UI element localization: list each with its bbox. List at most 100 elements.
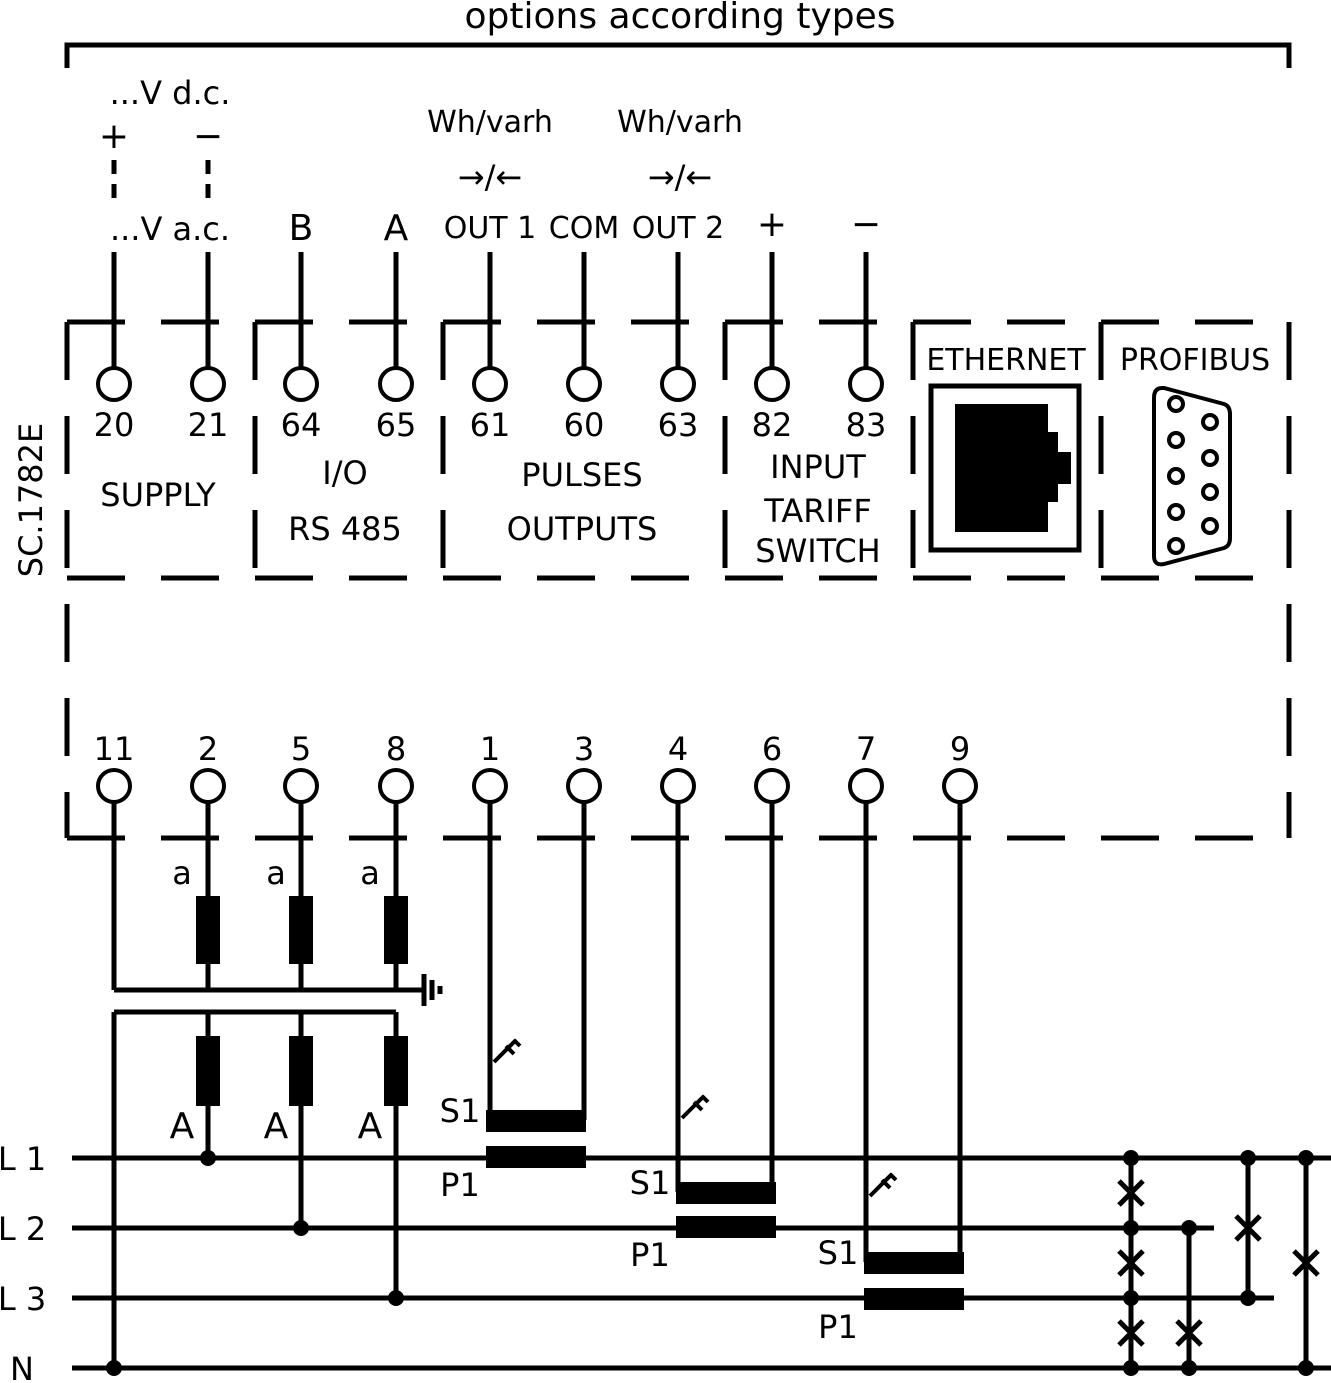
terminal-83: [848, 366, 884, 402]
terminal-63-label: 63: [658, 406, 699, 444]
profibus-group: PROFIBUS: [1120, 343, 1270, 567]
input-group-label: INPUT: [770, 448, 866, 486]
terminal-1-label: 1: [480, 730, 500, 768]
header-title: options according types: [464, 0, 895, 37]
switch-group-label: SWITCH: [755, 532, 880, 570]
out2-label: OUT 2: [632, 211, 725, 246]
terminal-2: [190, 768, 226, 804]
ct-secondary-winding: [676, 1182, 776, 1204]
io-b-label: B: [289, 208, 314, 249]
terminal-2-label: 2: [198, 730, 218, 768]
rj45-port-icon: [928, 383, 1082, 553]
vt-secondary-label: a: [266, 854, 286, 892]
terminal-65: [378, 366, 414, 402]
terminal-8-label: 8: [386, 730, 406, 768]
terminal-11-label: 11: [94, 730, 135, 768]
terminal-5: [283, 768, 319, 804]
pulse-direction-2: →/←: [648, 158, 712, 196]
terminal-7: [848, 768, 884, 804]
cross-icon: [1175, 1319, 1203, 1347]
terminal-64: [283, 366, 319, 402]
io-a-label: A: [384, 208, 409, 249]
vt-primary-winding: [289, 1036, 313, 1106]
terminal-82-label: 82: [752, 406, 793, 444]
terminal-60: [566, 366, 602, 402]
pulse-unit-label-2: Wh/varh: [617, 105, 743, 140]
profibus-label: PROFIBUS: [1120, 343, 1270, 378]
terminal-64-label: 64: [281, 406, 322, 444]
ct-s1-label: S1: [630, 1164, 671, 1202]
rs485-group-label: RS 485: [288, 510, 402, 548]
ct-p1-label: P1: [630, 1236, 670, 1274]
cross-icon: [1234, 1214, 1262, 1242]
ethernet-group: ETHERNET: [926, 343, 1086, 553]
terminal-11: [96, 768, 132, 804]
options-bracket: [64, 42, 1292, 68]
tariff-plus-sign: +: [757, 204, 787, 245]
cross-icon: [1117, 1249, 1145, 1277]
supply-group-label: SUPPLY: [100, 476, 216, 514]
terminal-61-label: 61: [470, 406, 511, 444]
ethernet-label: ETHERNET: [926, 343, 1086, 378]
measurement-terminals: 11 2 5 8 1 3 4 6 7 9: [94, 730, 978, 804]
supply-group: ...V d.c. + − ...V a.c. 20 21 SUPPLY: [94, 74, 231, 514]
terminal-8: [378, 768, 414, 804]
tariff-group-label: TARIFF: [763, 492, 871, 530]
vt-primary-label: A: [170, 1106, 195, 1147]
vt-primary-winding: [384, 1036, 408, 1106]
terminal-1: [472, 768, 508, 804]
ground-icon: [868, 1172, 898, 1198]
voltage-transformers: a a a A A A: [111, 802, 443, 1368]
db9-connector-icon: [1152, 386, 1232, 567]
terminal-20-label: 20: [94, 406, 135, 444]
terminal-60-label: 60: [564, 406, 605, 444]
fuse-network: [1117, 1150, 1320, 1376]
terminal-4: [660, 768, 696, 804]
power-lines: L 1 L 2 L 3 N: [0, 1140, 1331, 1383]
ground-icon: [680, 1094, 710, 1120]
ct-p1-label: P1: [440, 1166, 480, 1204]
io-group-label: I/O: [322, 454, 367, 492]
vt-primary-label: A: [358, 1106, 383, 1147]
supply-minus-sign: −: [193, 116, 223, 157]
terminal-9: [942, 768, 978, 804]
terminal-21: [190, 366, 226, 402]
terminal-4-label: 4: [668, 730, 688, 768]
pulse-direction-1: →/←: [458, 158, 522, 196]
ct-secondary-winding: [864, 1252, 964, 1274]
vt-secondary-winding: [289, 896, 313, 964]
ct-s1-label: S1: [440, 1092, 481, 1130]
terminal-82: [754, 366, 790, 402]
out1-label: OUT 1: [444, 211, 537, 246]
ct-p1-label: P1: [818, 1308, 858, 1346]
cross-icon: [1117, 1319, 1145, 1347]
terminal-3-label: 3: [574, 730, 594, 768]
current-transformers: S1 P1 S1 P1 S1 P1: [440, 802, 964, 1346]
terminal-63: [660, 366, 696, 402]
supply-dc-label: ...V d.c.: [110, 74, 231, 112]
terminal-3: [566, 768, 602, 804]
terminal-61: [472, 366, 508, 402]
ct-s1-label: S1: [818, 1234, 859, 1272]
model-label: SC.1782E: [12, 423, 50, 577]
vt-primary-label: A: [264, 1106, 289, 1147]
tariff-group: + − 82 83 INPUT TARIFF SWITCH: [752, 204, 887, 570]
vt-secondary-winding: [196, 896, 220, 964]
terminal-5-label: 5: [291, 730, 311, 768]
vt-secondary-winding: [384, 896, 408, 964]
line-n-label: N: [10, 1350, 34, 1383]
pulse-unit-label-1: Wh/varh: [427, 105, 553, 140]
ground-icon: [421, 974, 443, 1006]
terminal-20: [96, 366, 132, 402]
ground-icon: [492, 1038, 522, 1064]
line-l3-label: L 3: [0, 1280, 46, 1318]
terminal-21-label: 21: [188, 406, 229, 444]
tariff-minus-sign: −: [851, 204, 881, 245]
pulses-group-label: PULSES: [521, 456, 642, 494]
line-l1-label: L 1: [0, 1140, 46, 1178]
vt-primary-winding: [196, 1036, 220, 1106]
ct-secondary-winding: [486, 1110, 586, 1132]
com-label: COM: [549, 211, 619, 246]
terminal-6-label: 6: [762, 730, 782, 768]
